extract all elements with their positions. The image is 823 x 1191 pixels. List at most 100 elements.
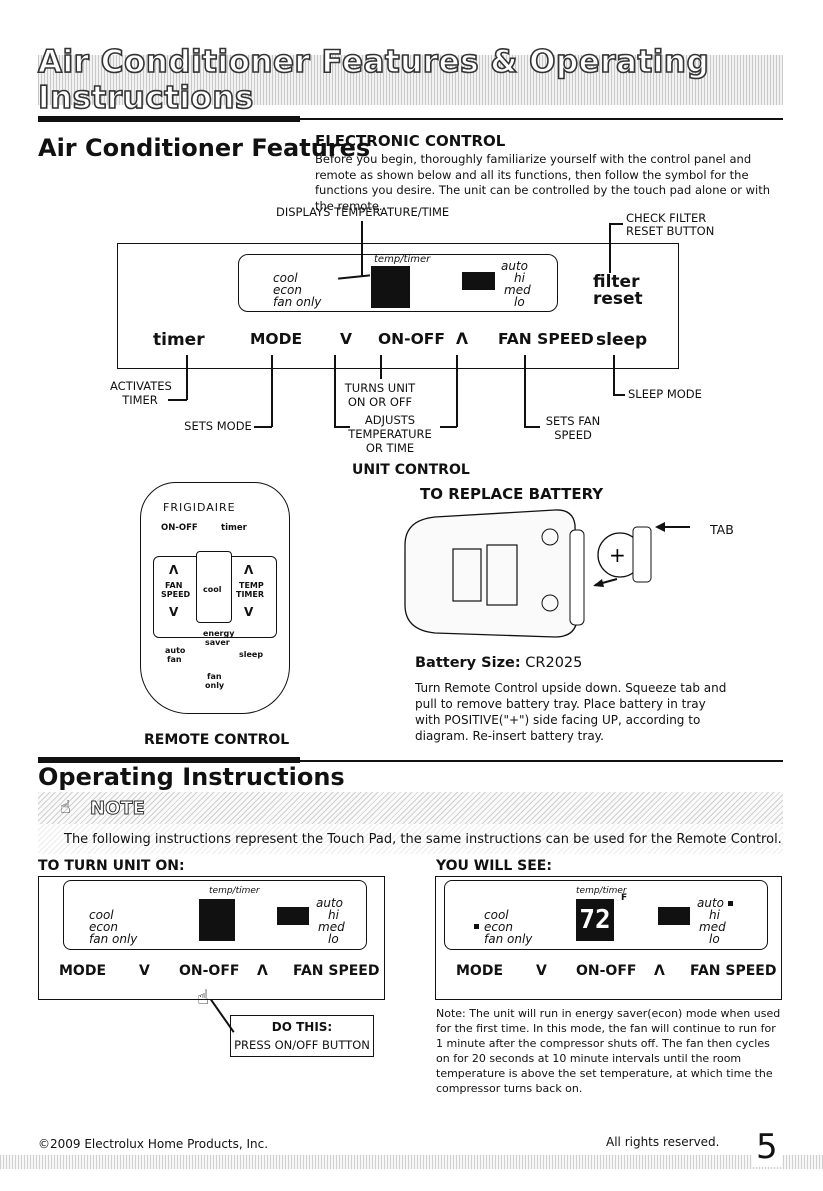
turn-on-up[interactable]: Λ xyxy=(257,963,268,979)
remote-cool-button[interactable] xyxy=(196,551,232,623)
see-cool: cool xyxy=(484,908,509,922)
leader-up xyxy=(456,355,458,427)
see-med: med xyxy=(699,920,726,934)
filter-label[interactable]: filter xyxy=(593,272,640,292)
battery-diagram: + xyxy=(404,509,690,638)
fan-speed-button[interactable]: FAN SPEED xyxy=(498,330,594,348)
sleep-button[interactable]: sleep xyxy=(596,330,648,350)
speed-hi: hi xyxy=(514,271,525,285)
reset-label[interactable]: reset xyxy=(593,289,643,309)
you-will-see-display xyxy=(444,880,768,950)
remote-sleep[interactable]: sleep xyxy=(239,650,264,659)
operating-heading: Operating Instructions xyxy=(38,763,345,791)
see-hi: hi xyxy=(709,908,720,922)
turn-on-econ: econ xyxy=(89,920,118,934)
leader-fan xyxy=(524,355,526,427)
callout-timer: TIMER xyxy=(122,393,158,407)
leader-filter-v xyxy=(609,223,611,273)
see-mode[interactable]: MODE xyxy=(456,963,504,979)
onoff-button[interactable]: ON-OFF xyxy=(378,330,445,348)
callout-speed: SPEED xyxy=(554,428,592,442)
up-button[interactable]: Λ xyxy=(456,330,468,348)
remote-fan-only-1[interactable]: fan xyxy=(207,672,222,681)
positive-sign: + xyxy=(609,543,626,567)
leader-down-h xyxy=(334,426,350,428)
battery-tray-slot xyxy=(569,529,585,626)
down-button[interactable]: V xyxy=(340,330,352,348)
turn-on-auto: auto xyxy=(316,896,344,910)
control-panel: temp/timer cool econ fan only auto hi me… xyxy=(117,243,679,369)
remote-fan-speed-1: FAN xyxy=(165,581,183,590)
press-onoff-label: PRESS ON/OFF BUTTON xyxy=(234,1038,370,1052)
see-up[interactable]: Λ xyxy=(654,963,665,979)
leader-timer-h xyxy=(168,399,187,401)
remote-up-left[interactable]: Λ xyxy=(169,563,179,577)
note-text: The following instructions represent the… xyxy=(38,824,783,854)
turn-on-med: med xyxy=(318,920,345,934)
remote-energy-1[interactable]: energy xyxy=(203,629,235,638)
leader-mode-h xyxy=(254,426,272,428)
battery-size-label: Battery Size: xyxy=(415,655,521,671)
see-down[interactable]: V xyxy=(536,963,547,979)
see-fan-speed[interactable]: FAN SPEED xyxy=(690,963,777,979)
battery-size-value: CR2025 xyxy=(525,655,583,671)
leader-onoff xyxy=(380,355,382,379)
callout-sets-mode: SETS MODE xyxy=(184,419,252,433)
page-banner: Air Conditioner Features & Operating Ins… xyxy=(37,43,783,117)
mode-button[interactable]: MODE xyxy=(250,330,303,348)
turn-on-mode[interactable]: MODE xyxy=(59,963,107,979)
callout-activates: ACTIVATES xyxy=(110,379,172,393)
leader-sleep xyxy=(613,355,615,395)
remote-auto-1[interactable]: auto xyxy=(165,646,186,655)
remote-onoff[interactable]: ON-OFF xyxy=(161,523,198,533)
turn-on-lo: lo xyxy=(328,932,339,946)
leader-timer xyxy=(186,355,188,400)
battery-size: Battery Size: CR2025 xyxy=(415,655,582,671)
fan-display-block xyxy=(462,272,495,290)
turn-on-cool: cool xyxy=(89,908,114,922)
remote-fan-speed-2: SPEED xyxy=(161,590,191,599)
temp-timer-label: temp/timer xyxy=(374,254,431,265)
remote-down-right[interactable]: V xyxy=(244,605,254,619)
turn-on-fan-speed[interactable]: FAN SPEED xyxy=(293,963,380,979)
callout-check-filter: CHECK FILTER xyxy=(626,211,707,225)
see-onoff[interactable]: ON-OFF xyxy=(576,963,637,979)
see-fan-only: fan only xyxy=(484,932,533,946)
battery-tray xyxy=(632,526,652,583)
remote-down-left[interactable]: V xyxy=(169,605,179,619)
features-heading: Air Conditioner Features xyxy=(38,134,371,162)
electronic-control-title: ELECTRONIC CONTROL xyxy=(315,132,506,150)
remote-caption: REMOTE CONTROL xyxy=(144,732,290,748)
see-econ: econ xyxy=(484,920,513,934)
energy-saver-note: Note: The unit will run in energy saver(… xyxy=(436,1007,781,1095)
turn-on-display xyxy=(63,880,367,950)
leader-down xyxy=(334,355,336,427)
remote-timer[interactable]: timer xyxy=(221,523,247,533)
turn-on-fan-block xyxy=(277,907,309,925)
pointing-hand-icon: ☝ xyxy=(197,985,210,1009)
speed-auto: auto xyxy=(501,259,529,273)
leader-up-h xyxy=(440,426,457,428)
remote-cool: cool xyxy=(203,585,222,594)
callout-turns-unit: TURNS UNIT xyxy=(344,381,416,395)
see-auto: auto xyxy=(697,896,725,910)
top-rule xyxy=(38,118,783,120)
auto-indicator-dot xyxy=(728,901,733,906)
you-will-see-panel: temp/timer cool econ fan only 72 F auto … xyxy=(435,876,782,1000)
timer-button[interactable]: timer xyxy=(153,330,205,350)
display-window xyxy=(238,254,558,312)
callout-on-or-off: ON OR OFF xyxy=(347,395,413,409)
turn-on-onoff[interactable]: ON-OFF xyxy=(179,963,240,979)
rights: All rights reserved. xyxy=(606,1135,720,1149)
you-will-see-heading: YOU WILL SEE: xyxy=(436,858,552,874)
remote-up-right[interactable]: Λ xyxy=(244,563,254,577)
turn-on-down[interactable]: V xyxy=(139,963,150,979)
remote-auto-2: fan xyxy=(167,655,182,664)
turn-on-fan-only: fan only xyxy=(89,932,138,946)
callout-sets-fan: SETS FAN xyxy=(545,414,601,428)
callout-temperature: TEMPERATURE xyxy=(348,427,432,441)
turn-on-hi: hi xyxy=(328,908,339,922)
leader-displays xyxy=(361,221,363,277)
hand-icon: ☝ xyxy=(60,797,71,818)
see-fan-block xyxy=(658,907,690,925)
